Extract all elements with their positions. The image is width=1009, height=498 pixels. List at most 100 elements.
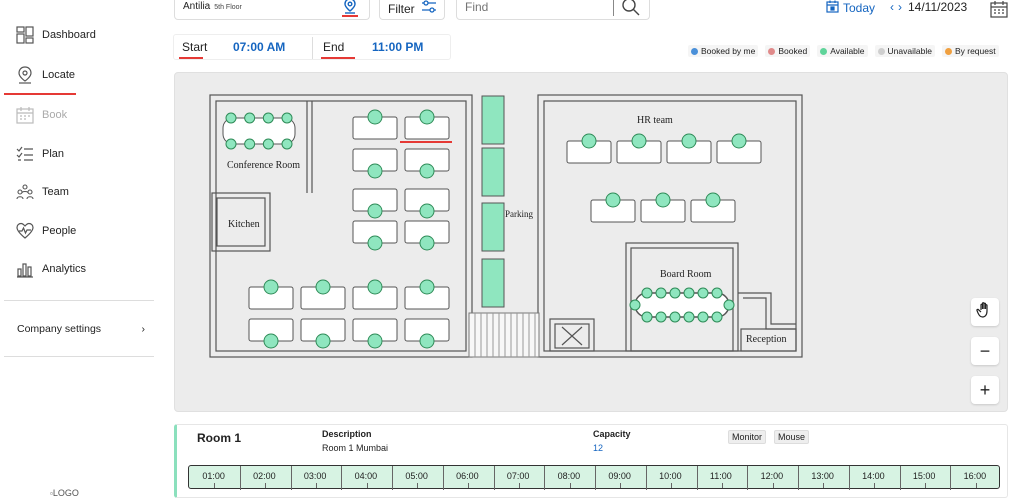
chevron-left-icon[interactable]: ‹: [890, 0, 894, 14]
desk-seat[interactable]: [367, 333, 383, 349]
find-input[interactable]: [465, 0, 613, 14]
desk-seat[interactable]: [731, 133, 747, 149]
desk-seat[interactable]: [419, 235, 435, 251]
desk-seat[interactable]: [367, 279, 383, 295]
parking-spot[interactable]: [481, 147, 505, 197]
timeline-tick: [950, 466, 952, 490]
board-seat[interactable]: [683, 311, 695, 323]
pin-active-indicator: [342, 15, 358, 17]
sidebar-item-analytics[interactable]: Analytics: [16, 260, 86, 278]
parking-spot[interactable]: [481, 258, 505, 308]
timeline-minor-tick: [823, 483, 825, 488]
today-button[interactable]: Today: [826, 0, 875, 16]
desk-seat[interactable]: [419, 203, 435, 219]
board-seat[interactable]: [711, 311, 723, 323]
desk-seat[interactable]: [705, 192, 721, 208]
board-seat[interactable]: [655, 311, 667, 323]
end-time-input[interactable]: 11:00 PM: [372, 40, 424, 54]
checklist-icon: [16, 145, 34, 163]
desk-seat[interactable]: [263, 279, 279, 295]
desk-seat[interactable]: [315, 279, 331, 295]
desk-seat[interactable]: [605, 192, 621, 208]
search-icon[interactable]: [621, 0, 641, 22]
board-seat[interactable]: [683, 287, 695, 299]
storage-x: [561, 326, 583, 346]
floor-plan-svg[interactable]: Conference Room Kitchen Parking HR team …: [175, 73, 1009, 413]
table-seat[interactable]: [281, 112, 293, 124]
parking-spot[interactable]: [481, 202, 505, 252]
table-seat[interactable]: [225, 112, 237, 124]
timeline-minor-tick: [721, 483, 723, 488]
board-seat[interactable]: [641, 311, 653, 323]
end-label: End: [323, 40, 345, 54]
desk-seat[interactable]: [419, 279, 435, 295]
timeline-minor-tick: [620, 483, 622, 488]
plus-icon: +: [979, 379, 991, 400]
table-seat[interactable]: [225, 138, 237, 150]
sidebar-item-label: Analytics: [42, 263, 87, 275]
conference-table[interactable]: [222, 117, 296, 145]
desk-seat[interactable]: [419, 333, 435, 349]
board-seat[interactable]: [629, 299, 641, 311]
building-name: Antilia: [183, 1, 211, 12]
board-seat[interactable]: [641, 287, 653, 299]
table-seat[interactable]: [244, 112, 256, 124]
board-seat[interactable]: [669, 311, 681, 323]
desk-seat[interactable]: [681, 133, 697, 149]
room-details-panel: Room 1 Description Room 1 Mumbai Capacit…: [174, 424, 1008, 498]
hr-team-label: HR team: [637, 115, 673, 126]
board-seat[interactable]: [655, 287, 667, 299]
calendar-today-icon: [826, 0, 839, 16]
desk-seat[interactable]: [655, 192, 671, 208]
timeline-tick: [442, 466, 444, 490]
timeline-hour-label: 09:00: [608, 471, 631, 481]
desk-seat[interactable]: [263, 333, 279, 349]
calendar-picker-icon[interactable]: [990, 0, 1008, 23]
filter-button[interactable]: Filter: [379, 0, 445, 20]
sidebar-item-plan[interactable]: Plan: [16, 145, 64, 163]
board-seat[interactable]: [711, 287, 723, 299]
board-seat[interactable]: [697, 311, 709, 323]
zoom-out-button[interactable]: −: [971, 337, 999, 365]
pan-hand-button[interactable]: [971, 298, 999, 326]
desk-seat[interactable]: [581, 133, 597, 149]
sidebar-item-dashboard[interactable]: Dashboard: [16, 26, 96, 44]
board-room-inner-wall: [630, 247, 734, 352]
table-seat[interactable]: [262, 112, 274, 124]
timeline-tick: [798, 466, 799, 490]
sidebar-item-team[interactable]: Team: [16, 183, 69, 201]
sidebar-item-people[interactable]: People: [16, 222, 76, 240]
board-seat[interactable]: [669, 287, 681, 299]
chevron-right-icon[interactable]: ›: [898, 0, 902, 14]
table-seat[interactable]: [262, 138, 274, 150]
desk-seat[interactable]: [631, 133, 647, 149]
table-seat[interactable]: [281, 138, 293, 150]
desk-seat[interactable]: [367, 163, 383, 179]
desk-seat[interactable]: [367, 235, 383, 251]
start-time-input[interactable]: 07:00 AM: [233, 40, 286, 54]
storage-inner-box: [554, 323, 590, 349]
timeline-hour-label: 13:00: [811, 471, 834, 481]
zoom-in-button[interactable]: +: [971, 376, 999, 404]
hand-icon: [976, 301, 994, 324]
sidebar-item-book[interactable]: Book: [16, 106, 67, 124]
board-seat[interactable]: [697, 287, 709, 299]
locate-pin-icon[interactable]: [343, 0, 357, 17]
company-settings-link[interactable]: Company settings ›: [17, 323, 145, 335]
desk-seat[interactable]: [367, 203, 383, 219]
table-seat[interactable]: [244, 138, 256, 150]
parking-spot[interactable]: [481, 95, 505, 145]
floor-map[interactable]: Conference Room Kitchen Parking HR team …: [174, 72, 1008, 412]
desk-seat[interactable]: [315, 333, 331, 349]
desk-seat[interactable]: [419, 163, 435, 179]
end-underline: [321, 57, 355, 59]
sidebar-divider: [4, 356, 154, 357]
sidebar-item-locate[interactable]: Locate: [16, 66, 75, 84]
board-seat[interactable]: [723, 299, 735, 311]
timeline-minor-tick: [924, 483, 926, 488]
desk-seat[interactable]: [367, 109, 383, 125]
desk-seat[interactable]: [419, 109, 435, 125]
timeline-minor-tick: [417, 483, 419, 488]
